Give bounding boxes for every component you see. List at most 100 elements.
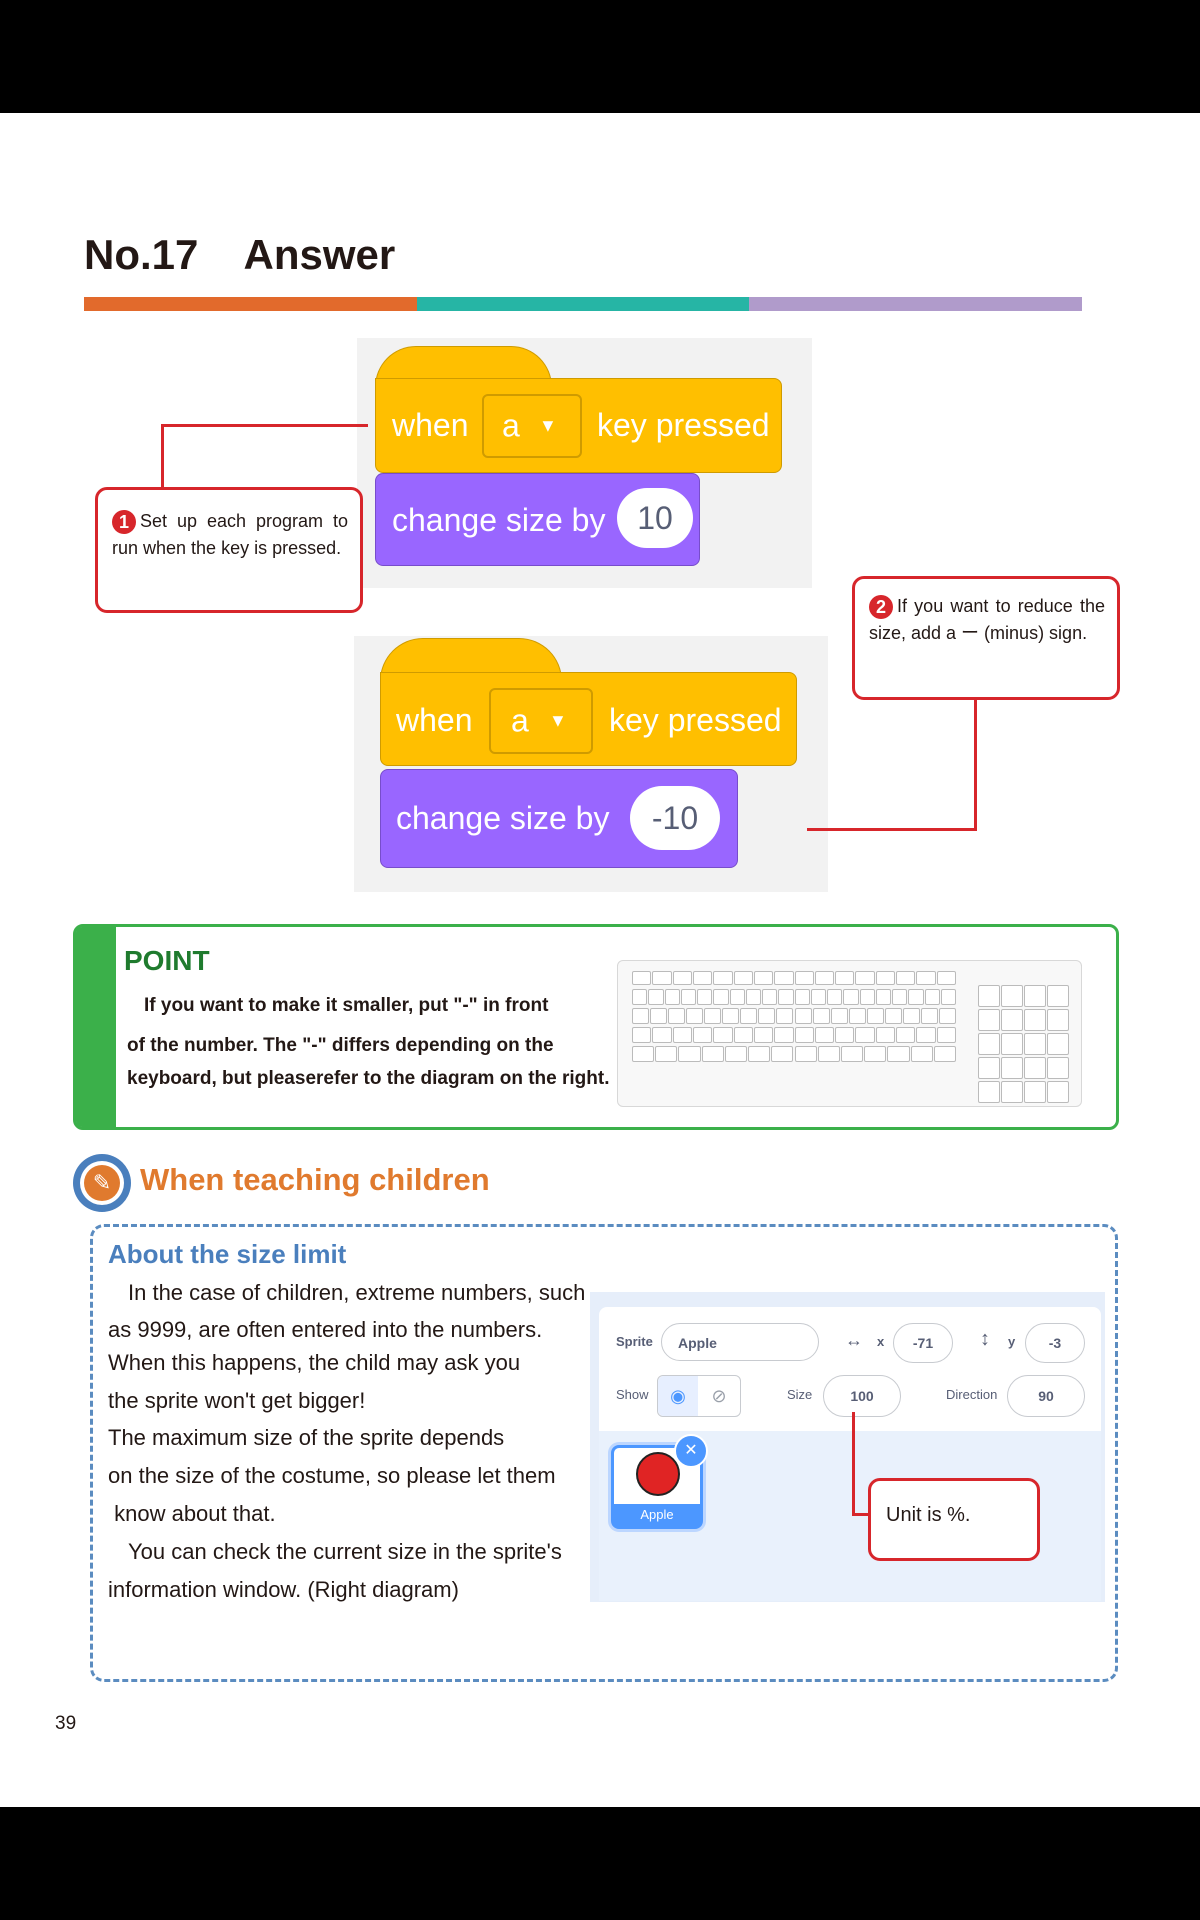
keyboard-key bbox=[884, 1008, 902, 1024]
keyboard-key bbox=[680, 989, 696, 1005]
keyboard-key bbox=[733, 1027, 753, 1043]
connector-line bbox=[852, 1412, 855, 1516]
teaching-line: know about that. bbox=[108, 1501, 276, 1526]
keyboard-key bbox=[1047, 1081, 1069, 1103]
keyboard-key bbox=[1001, 1057, 1023, 1079]
keyboard-key bbox=[678, 1046, 701, 1062]
keyboard-key bbox=[729, 989, 745, 1005]
keyboard-key bbox=[896, 971, 916, 985]
keyboard-key bbox=[771, 1046, 794, 1062]
keyboard-key bbox=[1047, 1009, 1069, 1031]
keyboard-key bbox=[794, 1008, 812, 1024]
keyboard-key bbox=[655, 1046, 678, 1062]
y-input[interactable]: -3 bbox=[1025, 1323, 1085, 1363]
keyboard-key bbox=[875, 1027, 896, 1043]
step-number: 1 bbox=[112, 510, 136, 535]
keyboard-key bbox=[840, 1046, 864, 1062]
keyboard-key bbox=[652, 1027, 672, 1043]
show-toggle: ◉ ⊘ bbox=[657, 1375, 741, 1417]
code-canvas-1: when a ▼ key pressed change size by 10 bbox=[357, 338, 812, 588]
callout-1-text: Set up each program to run when the key … bbox=[112, 511, 348, 558]
keyboard-key bbox=[1024, 985, 1046, 1007]
title-bar-purple bbox=[749, 297, 1082, 311]
eye-icon[interactable]: ◉ bbox=[658, 1376, 698, 1416]
keyboard-key bbox=[902, 1008, 920, 1024]
direction-input[interactable]: 90 bbox=[1007, 1375, 1085, 1417]
keyboard-key bbox=[896, 1027, 916, 1043]
keyboard-key bbox=[978, 1009, 1000, 1031]
keyboard-key bbox=[758, 1008, 776, 1024]
chevron-down-icon: ▼ bbox=[549, 710, 567, 731]
keyboard-key bbox=[745, 989, 761, 1005]
teaching-line: the sprite won't get bigger! bbox=[108, 1388, 366, 1413]
keyboard-key bbox=[1001, 1009, 1023, 1031]
size-value-input[interactable]: 10 bbox=[617, 488, 693, 548]
delete-icon[interactable]: ✕ bbox=[674, 1434, 708, 1468]
keyboard-key bbox=[776, 1008, 794, 1024]
point-line: of the number. The "-" differs depending… bbox=[127, 1035, 554, 1056]
keyboard-key bbox=[978, 1057, 1000, 1079]
keyboard-key bbox=[632, 1046, 655, 1062]
keyboard-key bbox=[933, 1046, 956, 1062]
keyboard-key bbox=[855, 971, 875, 985]
when-text: when bbox=[396, 702, 473, 738]
book-icon: ✎ bbox=[84, 1165, 120, 1201]
keyboard-key bbox=[794, 1027, 814, 1043]
keyboard-key bbox=[1047, 1057, 1069, 1079]
y-arrows-icon: ↕ bbox=[980, 1328, 990, 1350]
change-size-text: change size by bbox=[396, 800, 610, 836]
page-number: 39 bbox=[55, 1713, 77, 1734]
keyboard-key bbox=[632, 971, 652, 985]
teaching-line: information window. (Right diagram) bbox=[108, 1577, 459, 1602]
show-label: Show bbox=[616, 1387, 649, 1402]
page-title: No.17 Answer bbox=[84, 231, 396, 278]
teaching-line: as 9999, are often entered into the numb… bbox=[108, 1317, 543, 1342]
connector-line bbox=[852, 1513, 870, 1516]
key-dropdown[interactable]: a ▼ bbox=[482, 394, 582, 458]
sprite-name-input[interactable]: Apple bbox=[661, 1323, 819, 1361]
keyboard-key bbox=[936, 971, 956, 985]
connector-line bbox=[161, 424, 164, 489]
keyboard-key bbox=[1024, 1081, 1046, 1103]
keyboard-key bbox=[632, 1008, 650, 1024]
keyboard-key bbox=[753, 971, 774, 985]
keyboard-key bbox=[650, 1008, 668, 1024]
keyboard-key bbox=[920, 1008, 938, 1024]
sprite-label: Sprite bbox=[616, 1334, 653, 1349]
teaching-line: In the case of children, extreme numbers… bbox=[128, 1280, 586, 1305]
keyboard-key bbox=[724, 1046, 748, 1062]
keyboard-key bbox=[713, 971, 733, 985]
sprite-thumbnail[interactable]: Apple bbox=[611, 1445, 703, 1529]
when-text: when bbox=[392, 407, 469, 443]
keyboard-key bbox=[866, 1008, 884, 1024]
keyboard-key bbox=[978, 1033, 1000, 1055]
chevron-down-icon: ▼ bbox=[539, 415, 557, 436]
eye-off-icon[interactable]: ⊘ bbox=[711, 1386, 727, 1406]
point-accent-bar bbox=[76, 927, 116, 1127]
keyboard-key bbox=[686, 1008, 704, 1024]
keyboard-key bbox=[938, 1008, 956, 1024]
keyboard-key bbox=[887, 1046, 910, 1062]
size-input[interactable]: 100 bbox=[823, 1375, 901, 1417]
y-label: y bbox=[1008, 1334, 1016, 1349]
teaching-line: You can check the current size in the sp… bbox=[128, 1539, 562, 1564]
unit-callout: Unit is %. bbox=[868, 1478, 1040, 1561]
keyboard-key bbox=[713, 1027, 733, 1043]
teaching-icon-ring: ✎ bbox=[73, 1154, 131, 1212]
connector-line bbox=[161, 424, 368, 427]
keyboard-key bbox=[916, 1027, 936, 1043]
keyboard-key bbox=[652, 971, 672, 985]
keyboard-key bbox=[875, 989, 891, 1005]
key-pressed-text: key pressed bbox=[609, 702, 782, 738]
keyboard-key bbox=[722, 1008, 740, 1024]
teaching-line: The maximum size of the sprite depends bbox=[108, 1425, 505, 1450]
keyboard-key bbox=[940, 989, 956, 1005]
key-dropdown[interactable]: a ▼ bbox=[489, 688, 593, 754]
code-canvas-2: when a ▼ key pressed change size by -10 bbox=[354, 636, 828, 892]
size-value-input[interactable]: -10 bbox=[630, 786, 720, 850]
keyboard-key bbox=[835, 1027, 855, 1043]
keyboard-key bbox=[835, 971, 855, 985]
x-input[interactable]: -71 bbox=[893, 1323, 953, 1363]
keyboard-key bbox=[1024, 1009, 1046, 1031]
